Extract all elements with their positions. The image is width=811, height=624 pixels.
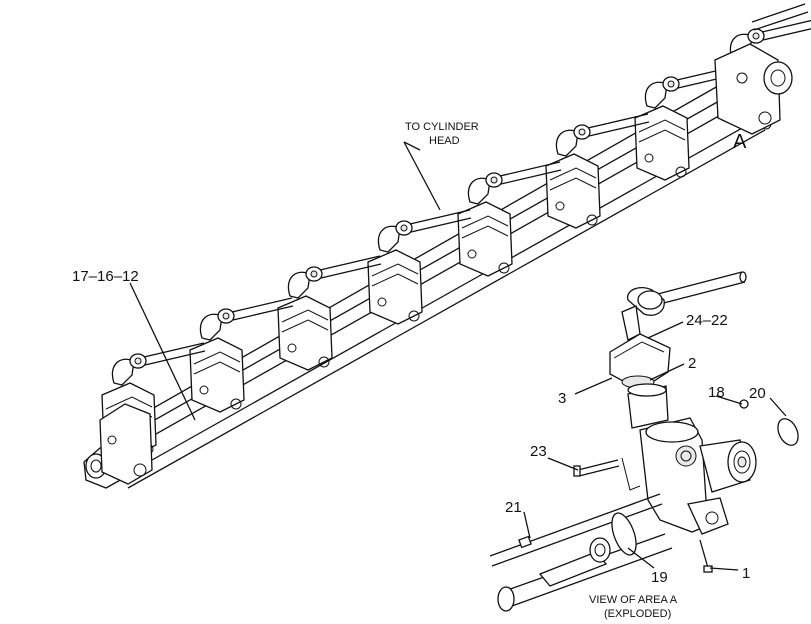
callout-23: 23 [530, 443, 547, 460]
callout-21: 21 [505, 499, 522, 516]
exploded-view [489, 271, 799, 612]
callout-19: 19 [651, 569, 668, 586]
label-view-of-area-a: VIEW OF AREA A [589, 594, 678, 606]
rail-rear-fitting [714, 43, 793, 135]
supply-tube [409, 209, 472, 233]
callout-20: 20 [749, 385, 766, 402]
main-leaders [129, 141, 441, 421]
callout-a: A [733, 131, 747, 153]
label-exploded: (EXPLODED) [604, 608, 671, 620]
supply-tube [319, 255, 382, 279]
injector-block [367, 220, 423, 325]
injector-block [277, 266, 333, 371]
injector-block [545, 124, 601, 229]
injector-block [634, 76, 690, 181]
injector-block [189, 308, 245, 413]
supply-tube [231, 297, 294, 321]
label-to-cylinder-head-1: TO CYLINDER [405, 121, 479, 133]
callout-1: 1 [742, 565, 750, 582]
supply-tube [143, 342, 206, 366]
callout-3: 3 [558, 390, 566, 407]
supply-tube [761, 19, 811, 41]
callout-2: 2 [688, 355, 696, 372]
injector-block-row [101, 28, 775, 458]
label-to-cylinder-head-2: HEAD [429, 135, 460, 147]
supply-tube [499, 161, 562, 185]
callout-24-22: 24–22 [686, 312, 728, 329]
supply-tube [587, 113, 650, 137]
injector-block [457, 172, 513, 277]
callout-17-16-12: 17–16–12 [72, 268, 139, 285]
supply-tube-end [751, 3, 809, 31]
rail-end-cap [83, 403, 153, 489]
callout-18: 18 [708, 384, 725, 401]
exploded-leaders [523, 321, 787, 571]
